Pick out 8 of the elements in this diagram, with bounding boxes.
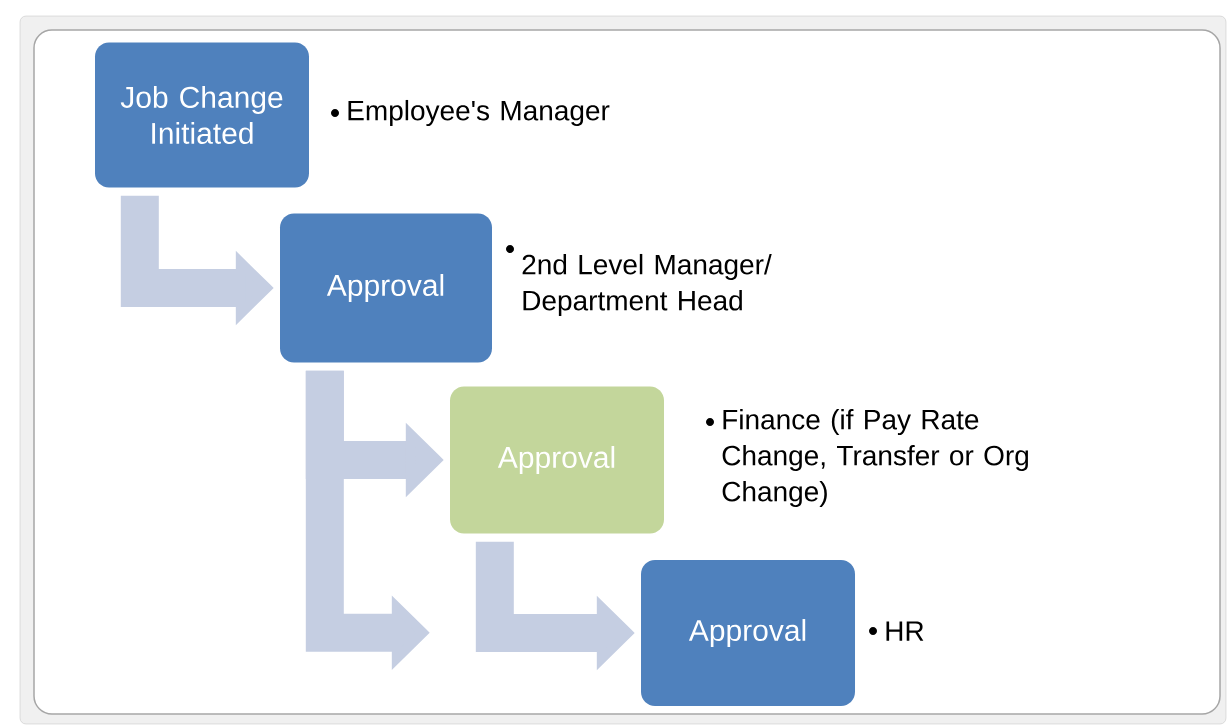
bullet-text: Finance (if Pay Rate Change, Transfer or Org Change) — [722, 408, 1028, 508]
bullet-text: Employee's Manager — [348, 99, 610, 127]
bullet-text: HR — [886, 621, 924, 641]
process-box: Approval — [641, 560, 855, 706]
process-box: Job Change Initiated — [95, 42, 309, 188]
process-box: Approval — [450, 386, 664, 534]
process-box: Approval — [280, 213, 492, 363]
bullet-text: 2nd Level Manager/ Department Head — [522, 253, 772, 317]
